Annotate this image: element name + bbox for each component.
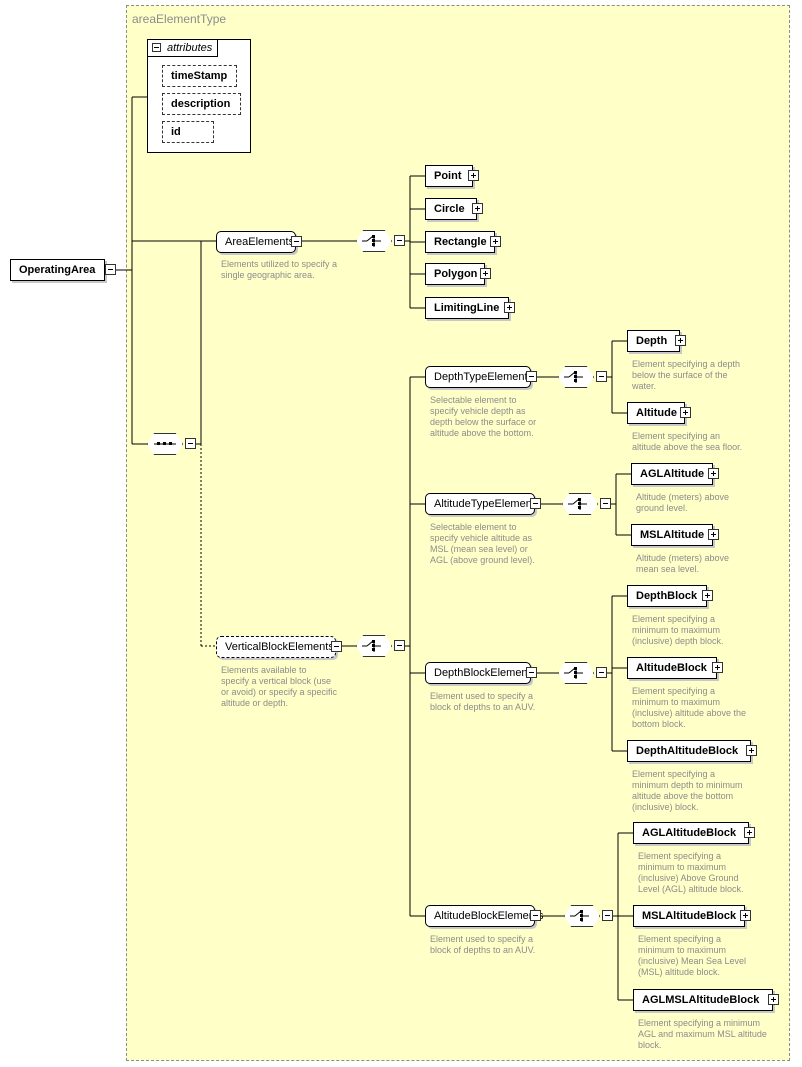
collapse-icon[interactable] [596, 371, 607, 382]
collapse-icon[interactable] [530, 910, 541, 921]
collapse-icon[interactable] [152, 43, 161, 52]
complex-type-name: areaElementType [132, 12, 227, 26]
attribute-timestamp[interactable]: timeStamp [162, 65, 237, 87]
compositor-symbol [568, 498, 587, 510]
element-description: Selectable element to specify vehicle al… [430, 522, 535, 565]
element-description: Element specifying a minimum to maximum … [632, 686, 747, 729]
group-child-node[interactable]: AltitudeBlock [627, 657, 717, 679]
collapse-icon[interactable] [331, 641, 342, 652]
element-description: Element used to specify a block of depth… [430, 934, 536, 955]
area-element-node[interactable]: LimitingLine [425, 297, 509, 319]
element-description: Elements available to specify a vertical… [221, 665, 338, 708]
group-node[interactable]: DepthTypeElements [425, 366, 533, 388]
expand-icon[interactable] [680, 407, 691, 418]
group-child-node[interactable]: MSLAltitudeBlock [633, 905, 745, 927]
expand-icon[interactable] [504, 302, 515, 313]
compositor-symbol [154, 442, 176, 445]
element-description: Element specifying a minimum to maximum … [638, 934, 747, 977]
collapse-icon[interactable] [185, 438, 196, 449]
collapse-icon[interactable] [530, 498, 541, 509]
group-child-node[interactable]: AGLMSLAltitudeBlock [633, 989, 773, 1011]
collapse-icon[interactable] [596, 667, 607, 678]
element-description: Elements utilized to specify a single ge… [221, 259, 338, 280]
area-element-node[interactable]: Point [425, 165, 473, 187]
compositor-symbol [570, 910, 589, 922]
group-node[interactable]: AltitudeBlockElements [425, 905, 543, 927]
collapse-icon[interactable] [602, 910, 613, 921]
element-description: Element specifying a minimum depth to mi… [632, 769, 743, 812]
group-child-node[interactable]: MSLAltitude [631, 524, 713, 546]
collapse-icon[interactable] [394, 640, 405, 651]
expand-icon[interactable] [712, 662, 723, 673]
group-child-node[interactable]: Depth [627, 330, 680, 352]
element-description: Selectable element to specify vehicle de… [430, 395, 537, 438]
group-child-node[interactable]: AGLAltitude [631, 463, 713, 485]
element-description: Element specifying an altitude above the… [632, 431, 743, 452]
vertical-block-elements-node[interactable]: VerticalBlockElements [216, 636, 336, 658]
collapse-icon[interactable] [291, 236, 302, 247]
collapse-icon[interactable] [526, 371, 537, 382]
root-element[interactable]: OperatingArea [10, 259, 105, 281]
expand-icon[interactable] [472, 203, 483, 214]
element-description: Element specifying a depth below the sur… [632, 359, 741, 391]
group-child-node[interactable]: Altitude [627, 402, 685, 424]
collapse-icon[interactable] [394, 235, 405, 246]
element-description: Element specifying a minimum AGL and max… [638, 1018, 767, 1050]
collapse-icon[interactable] [526, 667, 537, 678]
attribute-description[interactable]: description [162, 93, 241, 115]
area-elements-node[interactable]: AreaElements [216, 231, 296, 253]
attribute-id[interactable]: id [162, 121, 214, 143]
expand-icon[interactable] [708, 468, 719, 479]
compositor-symbol [564, 371, 583, 383]
expand-icon[interactable] [768, 994, 779, 1005]
expand-icon[interactable] [675, 335, 686, 346]
area-element-node[interactable]: Polygon [425, 263, 485, 285]
collapse-icon[interactable] [600, 498, 611, 509]
expand-icon[interactable] [702, 590, 713, 601]
compositor-symbol [362, 640, 381, 652]
element-description: Altitude (meters) above ground level. [636, 492, 730, 513]
compositor-symbol [362, 235, 381, 247]
area-element-node[interactable]: Rectangle [425, 231, 495, 253]
collapse-icon[interactable] [105, 264, 116, 275]
attributes-label: attributes [167, 42, 213, 54]
group-child-node[interactable]: DepthBlock [627, 585, 707, 607]
expand-icon[interactable] [480, 268, 491, 279]
element-description: Element used to specify a block of depth… [430, 691, 536, 712]
group-node[interactable]: AltitudeTypeElements [425, 493, 540, 515]
element-description: Element specifying a minimum to maximum … [638, 851, 744, 894]
expand-icon[interactable] [744, 827, 755, 838]
compositor-symbol [564, 667, 583, 679]
expand-icon[interactable] [708, 529, 719, 540]
attributes-header[interactable]: attributes [147, 39, 218, 57]
area-element-node[interactable]: Circle [425, 198, 477, 220]
group-child-node[interactable]: DepthAltitudeBlock [627, 740, 751, 762]
expand-icon[interactable] [740, 910, 751, 921]
group-child-node[interactable]: AGLAltitudeBlock [633, 822, 749, 844]
expand-icon[interactable] [468, 170, 479, 181]
element-description: Element specifying a minimum to maximum … [632, 614, 724, 646]
element-description: Altitude (meters) above mean sea level. [636, 553, 730, 574]
expand-icon[interactable] [746, 745, 757, 756]
expand-icon[interactable] [490, 236, 501, 247]
group-node[interactable]: DepthBlockElements [425, 662, 536, 684]
